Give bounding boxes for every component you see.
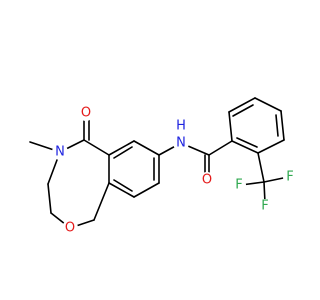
- amide-nitrogen-label: N: [173, 135, 189, 151]
- amide-oxygen-label: O: [199, 172, 215, 188]
- svg-text:F: F: [261, 199, 268, 214]
- svg-text:F: F: [286, 170, 293, 185]
- svg-text:O: O: [65, 221, 75, 236]
- svg-text:N: N: [176, 136, 186, 151]
- svg-text:N: N: [55, 145, 65, 160]
- amide-hydrogen-label: H: [174, 119, 188, 134]
- fluorine-left-label: F: [232, 178, 246, 193]
- chemical-structure: N O O N H O F F: [29, 97, 297, 236]
- ketone-oxygen-label: O: [78, 105, 94, 121]
- ring-oxygen-label: O: [62, 220, 78, 236]
- svg-text:H: H: [176, 119, 186, 134]
- fluorine-right-label: F: [283, 170, 297, 185]
- svg-text:O: O: [202, 173, 212, 188]
- methyl-nitrogen-label: N: [52, 144, 68, 160]
- svg-text:O: O: [81, 106, 91, 121]
- bond-lines: [29, 97, 289, 229]
- atom-labels: N O O N H O F F: [52, 105, 297, 236]
- fluorine-top-label: F: [258, 199, 272, 214]
- svg-text:F: F: [235, 178, 242, 193]
